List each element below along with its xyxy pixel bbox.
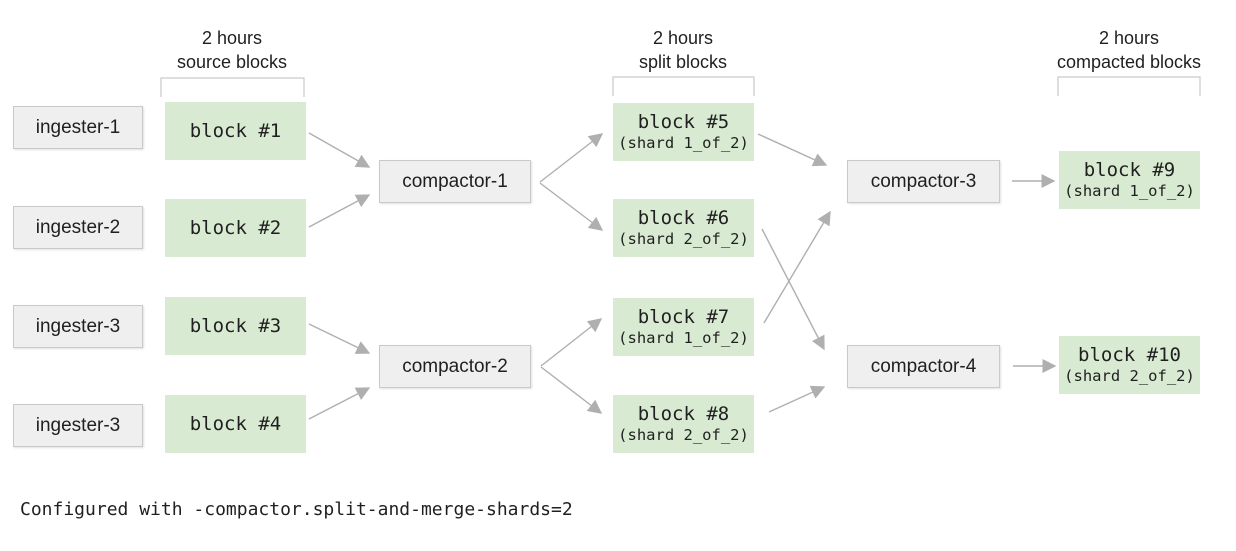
compactor-box-4: compactor-4 <box>847 345 1000 388</box>
bracket-split-blocks <box>612 76 755 96</box>
column-header-split-blocks: 2 hours split blocks <box>573 26 793 74</box>
compactor-label: compactor-1 <box>402 170 508 192</box>
arrow-block8-to-compactor4 <box>768 385 826 413</box>
source-block-4: block #4 <box>165 395 306 453</box>
block-label: block #1 <box>189 119 282 142</box>
arrow-block6-to-compactor4 <box>761 228 825 351</box>
arrow-block2-to-compactor1 <box>308 194 371 228</box>
block-shard-label: (shard 1_of_2) <box>1064 182 1195 200</box>
ingester-box-2: ingester-2 <box>13 206 143 249</box>
compactor-box-3: compactor-3 <box>847 160 1000 203</box>
block-label: block #2 <box>189 216 282 239</box>
block-label: block #7 <box>637 306 730 328</box>
split-block-5: block #5 (shard 1_of_2) <box>613 103 754 161</box>
compactor-label: compactor-3 <box>870 170 977 192</box>
ingester-label: ingester-1 <box>35 116 121 138</box>
block-shard-label: (shard 1_of_2) <box>618 134 749 152</box>
ingester-box-4: ingester-3 <box>13 404 143 447</box>
block-shard-label: (shard 1_of_2) <box>618 329 749 347</box>
bracket-compacted-blocks <box>1057 76 1201 96</box>
arrow-block5-to-compactor3 <box>757 133 828 167</box>
source-block-3: block #3 <box>165 297 306 355</box>
config-note: Configured with -compactor.split-and-mer… <box>20 499 573 520</box>
split-block-6: block #6 (shard 2_of_2) <box>613 199 754 257</box>
block-label: block #3 <box>189 314 282 337</box>
compactor-box-2: compactor-2 <box>379 345 531 388</box>
arrow-block3-to-compactor2 <box>308 323 371 354</box>
bracket-source-blocks <box>160 77 305 97</box>
compactor-label: compactor-2 <box>402 355 508 377</box>
column-header-line: 2 hours <box>1098 28 1160 48</box>
ingester-label: ingester-3 <box>35 315 121 337</box>
column-header-line: source blocks <box>176 52 288 72</box>
block-shard-label: (shard 2_of_2) <box>618 230 749 248</box>
block-label: block #9 <box>1083 159 1176 181</box>
column-header-line: 2 hours <box>652 28 714 48</box>
compactor-box-1: compactor-1 <box>379 160 531 203</box>
block-label: block #6 <box>637 207 730 229</box>
block-shard-label: (shard 2_of_2) <box>618 426 749 444</box>
ingester-box-1: ingester-1 <box>13 106 143 149</box>
compacted-block-10: block #10 (shard 2_of_2) <box>1059 336 1200 394</box>
arrow-block1-to-compactor1 <box>308 132 371 168</box>
column-header-line: split blocks <box>638 52 728 72</box>
block-label: block #5 <box>637 111 730 133</box>
source-block-1: block #1 <box>165 102 306 160</box>
block-label: block #4 <box>189 412 282 435</box>
arrow-compactor1-to-block6 <box>539 182 604 231</box>
arrow-compactor2-to-block7 <box>540 318 603 367</box>
block-shard-label: (shard 2_of_2) <box>1064 367 1195 385</box>
column-header-line: compacted blocks <box>1056 52 1202 72</box>
arrow-compactor1-to-block5 <box>539 133 604 183</box>
arrow-block4-to-compactor2 <box>308 387 371 420</box>
ingester-label: ingester-2 <box>35 216 121 238</box>
arrow-block7-to-compactor3 <box>763 210 831 324</box>
column-header-compacted-blocks: 2 hours compacted blocks <box>1019 26 1236 74</box>
compactor-label: compactor-4 <box>870 355 977 377</box>
column-header-source-blocks: 2 hours source blocks <box>122 26 342 74</box>
split-block-7: block #7 (shard 1_of_2) <box>613 298 754 356</box>
block-label: block #8 <box>637 403 730 425</box>
column-header-line: 2 hours <box>201 28 263 48</box>
ingester-box-3: ingester-3 <box>13 305 143 348</box>
block-label: block #10 <box>1078 344 1181 366</box>
ingester-label: ingester-3 <box>35 414 121 436</box>
split-block-8: block #8 (shard 2_of_2) <box>613 395 754 453</box>
compacted-block-9: block #9 (shard 1_of_2) <box>1059 151 1200 209</box>
source-block-2: block #2 <box>165 199 306 257</box>
arrow-compactor2-to-block8 <box>540 366 603 414</box>
